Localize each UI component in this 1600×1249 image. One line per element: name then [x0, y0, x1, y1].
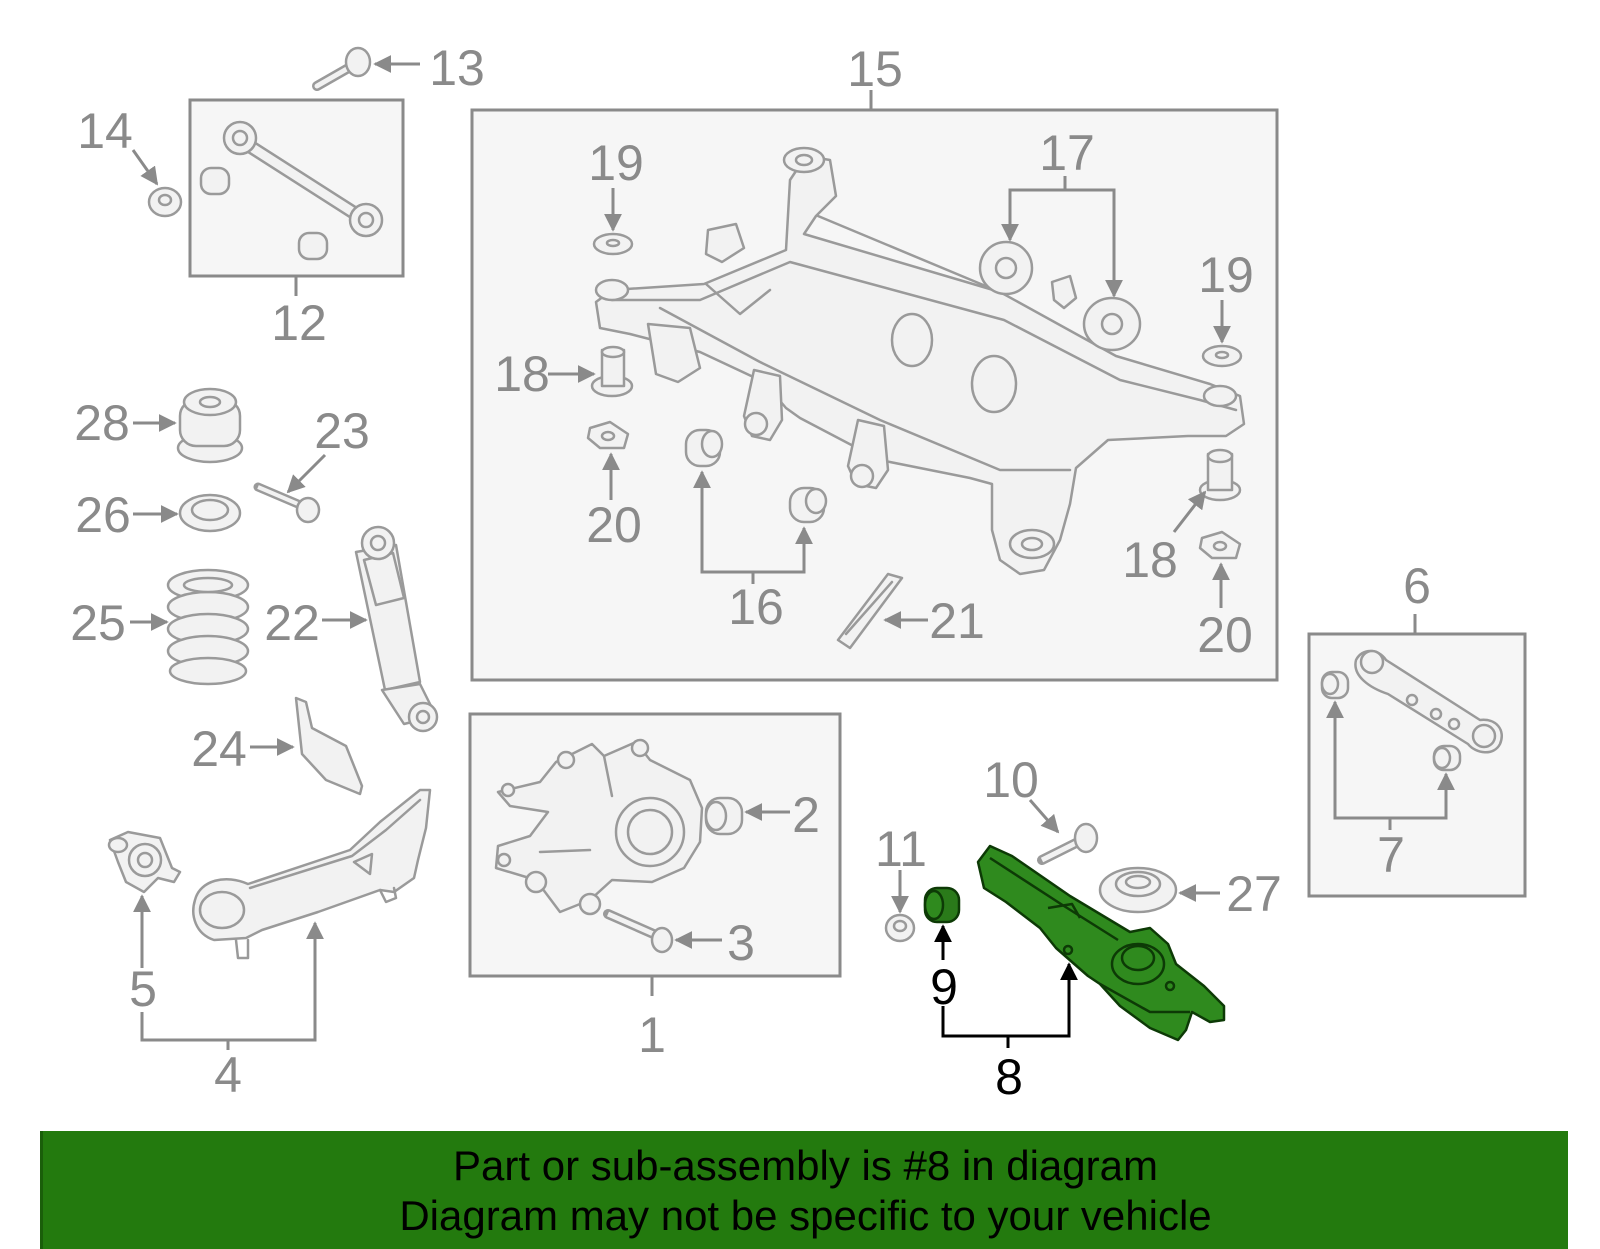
bracket-17-clip	[1050, 274, 1078, 310]
callout-17: 17	[1039, 125, 1095, 181]
callout-11: 11	[875, 821, 927, 877]
callout-13: 13	[429, 40, 485, 96]
crossmember-15	[594, 146, 1246, 576]
callout-14: 14	[77, 103, 133, 159]
callout-20-left: 20	[586, 497, 642, 553]
callout-3: 3	[727, 915, 755, 971]
bracket-20-right	[1198, 530, 1242, 560]
bushing-17-b	[1082, 296, 1142, 352]
knuckle-1	[494, 738, 704, 916]
callout-9: 9	[930, 959, 958, 1015]
callout-8: 8	[995, 1049, 1023, 1105]
upper-arm-6	[1354, 649, 1503, 754]
callout-12: 12	[271, 295, 327, 351]
spring-pad-26	[178, 493, 242, 533]
bushing-16-a	[684, 428, 724, 468]
coil-spring-25	[166, 568, 250, 686]
callout-28: 28	[74, 395, 130, 451]
callout-21: 21	[929, 593, 985, 649]
bushing-7-a	[1320, 670, 1350, 700]
callout-22: 22	[264, 595, 320, 651]
info-banner: Part or sub-assembly is #8 in diagram Di…	[40, 1131, 1568, 1249]
callout-27: 27	[1226, 866, 1282, 922]
bolt-23	[253, 482, 321, 524]
leader-4-bracket	[140, 921, 324, 1042]
callout-25: 25	[70, 595, 126, 651]
nut-14	[147, 186, 183, 218]
leader-14	[131, 149, 159, 186]
bushing-5	[107, 830, 182, 894]
callout-20-right: 20	[1197, 607, 1253, 663]
plate-21	[836, 572, 904, 650]
callout-1: 1	[638, 1007, 666, 1063]
trailing-arm-4	[192, 788, 432, 960]
shock-absorber-22	[354, 525, 439, 733]
banner-line-2: Diagram may not be specific to your vehi…	[399, 1192, 1212, 1239]
bump-stopper-28	[176, 387, 244, 464]
callout-18-right: 18	[1122, 532, 1178, 588]
bushing-16-b	[788, 486, 828, 524]
callout-15: 15	[847, 41, 903, 97]
callout-4: 4	[214, 1047, 242, 1103]
bushing-9	[923, 886, 961, 924]
bushing-2	[704, 796, 744, 836]
lateral-link-12	[199, 120, 384, 261]
leader-17	[1008, 188, 1123, 298]
leader-18-right	[1172, 490, 1207, 533]
bushing-17-a	[978, 240, 1034, 296]
washer-19-left	[592, 232, 634, 256]
callout-19-left: 19	[588, 135, 644, 191]
callout-24: 24	[191, 721, 247, 777]
bolt-13	[312, 46, 372, 91]
callout-16: 16	[728, 579, 784, 635]
callout-19-right: 19	[1198, 247, 1254, 303]
bracket-24	[294, 696, 364, 796]
lower-arm-8-highlighted	[976, 844, 1226, 1042]
bracket-20-left	[586, 420, 630, 450]
callout-7: 7	[1377, 827, 1405, 883]
callout-5: 5	[129, 961, 157, 1017]
callout-6: 6	[1403, 558, 1431, 614]
leader-10	[1028, 799, 1060, 834]
callout-10: 10	[983, 752, 1039, 808]
leader-8-bracket	[941, 962, 1078, 1038]
bushing-7-b	[1432, 744, 1462, 772]
callout-23: 23	[314, 403, 370, 459]
bolt-10	[1037, 822, 1099, 865]
bushing-18-right	[1198, 448, 1242, 502]
callout-26: 26	[75, 487, 131, 543]
washer-19-right	[1201, 344, 1243, 368]
bolt-3	[603, 909, 674, 954]
spring-seat-27	[1098, 866, 1178, 914]
callout-2: 2	[792, 787, 820, 843]
callout-18-left: 18	[494, 346, 550, 402]
leader-23	[286, 453, 327, 494]
bushing-18-left	[590, 345, 634, 398]
banner-line-1: Part or sub-assembly is #8 in diagram	[453, 1142, 1158, 1189]
nut-11	[884, 913, 916, 943]
